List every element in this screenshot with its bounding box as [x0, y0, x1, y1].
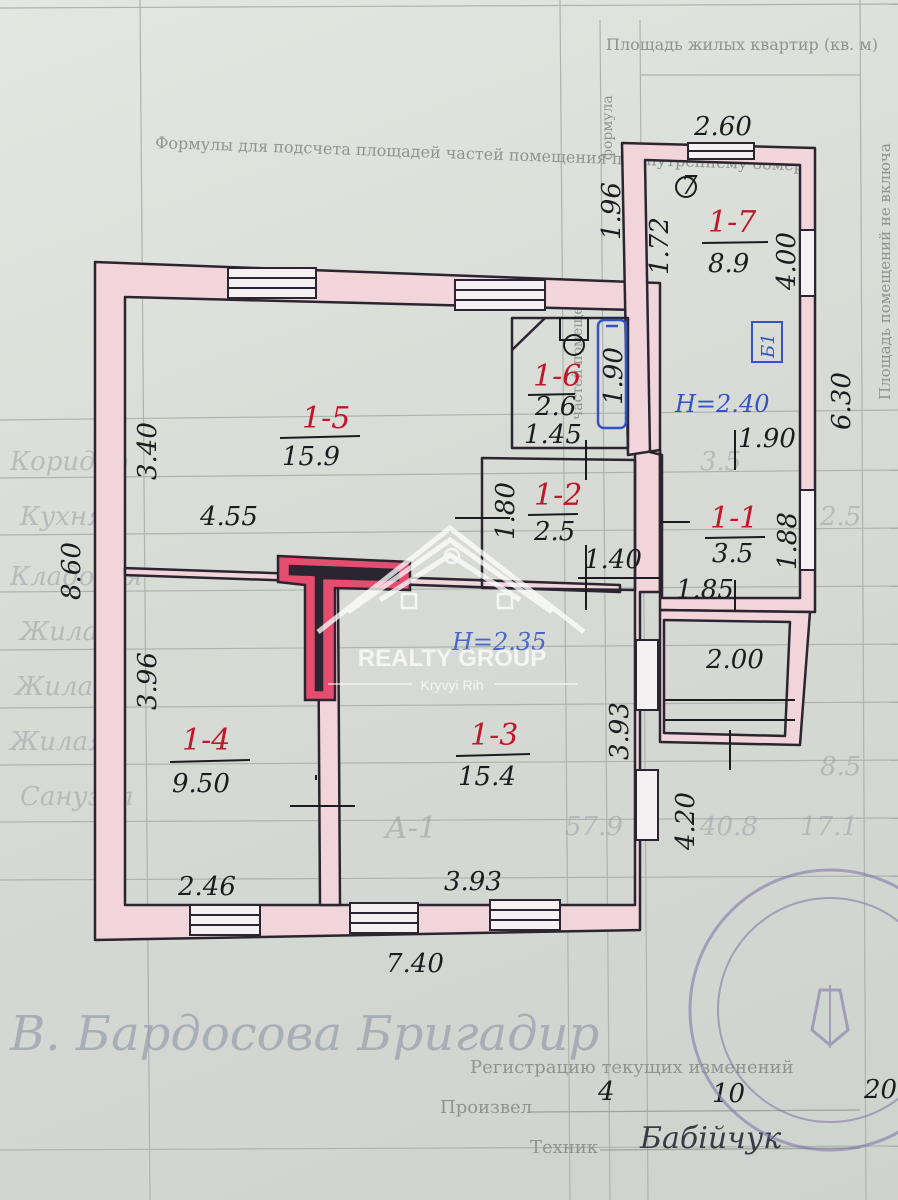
- dim-total-height: 8.60: [57, 542, 87, 600]
- annex-ceiling-height: Н=2.40: [674, 390, 769, 418]
- room-id-1-2: 1-2: [534, 478, 582, 513]
- room-area-1-5: 15.9: [282, 442, 340, 472]
- room-id-1-4: 1-4: [182, 723, 230, 758]
- room-id-1-5: 1-5: [302, 401, 350, 436]
- realty-group-watermark: REALTY GROUP Kryvyi Rih: [316, 524, 586, 693]
- stove-chimney: [276, 554, 412, 702]
- dim-room4-height: 3.96: [133, 652, 163, 710]
- official-stamp: [688, 868, 898, 1152]
- room-id-1-6: 1-6: [533, 359, 581, 394]
- annex-letter: Б1: [758, 333, 779, 359]
- svg-text:Жилая: Жилая: [8, 727, 105, 757]
- col-area-parts: частей помещений: [570, 279, 586, 420]
- door-marks: [290, 430, 795, 807]
- col-formula: формула: [600, 95, 616, 160]
- watermark-city: Kryvyi Rih: [420, 677, 483, 693]
- dim-total-width: 7.40: [386, 949, 444, 979]
- technician-signature: Бабійчук: [639, 1121, 781, 1156]
- header-title: Площадь жилых квартир (кв. м): [606, 35, 878, 54]
- dim-room7-inner-height: 1.72: [645, 217, 675, 275]
- room-area-1-2: 2.5: [533, 517, 575, 547]
- col-not-included: Площадь помещений не включа: [876, 143, 894, 400]
- dim-room3-width: 3.93: [444, 867, 502, 897]
- room-id-1-3: 1-3: [470, 718, 518, 753]
- date-day: 4: [597, 1077, 615, 1107]
- room-labels: 1-5 15.9 1-6 2.6 1-2 2.5 1-1 3.5 1-7 8.9…: [169, 205, 769, 799]
- dim-room5-height: 3.40: [133, 422, 163, 480]
- main-ceiling-height: Н=2.35: [451, 628, 546, 656]
- room-area-1-3: 15.4: [458, 762, 516, 792]
- windows: [189, 142, 816, 936]
- svg-text:Кухня: Кухня: [19, 502, 104, 532]
- dim-room1-width-bottom: 1.85: [676, 575, 734, 605]
- dim-room5-width: 4.55: [199, 502, 258, 532]
- room-area-1-6: 2.6: [534, 392, 576, 422]
- dim-annex-lower-height: 4.20: [671, 792, 701, 851]
- register-line: Регистрацию текущих изменений: [470, 1057, 794, 1078]
- svg-text:2.5: 2.5: [819, 502, 861, 532]
- dim-room3-height: 3.93: [605, 702, 635, 760]
- toilet-icon: [559, 317, 589, 356]
- dim-room2-width: 1.40: [584, 545, 642, 575]
- annex-label: 7: [681, 171, 698, 201]
- dim-room1-width-top: 1.90: [738, 424, 796, 454]
- dim-room6-width: 1.45: [524, 420, 582, 450]
- dim-annex-height: 6.30: [827, 372, 857, 430]
- date-year: 20: [863, 1075, 897, 1105]
- room-id-1-1: 1-1: [710, 501, 758, 536]
- svg-text:57.9: 57.9: [565, 812, 623, 842]
- lower-form: В. Бардосова Бригадир Регистрацию текущи…: [9, 1006, 897, 1158]
- dimension-labels: 7.40 8.60 3.40 4.55 3.96 2.46 3.93 3.93 …: [57, 112, 857, 979]
- dim-room7-right-height: 4.00: [772, 232, 802, 291]
- produced-label: Произвел: [440, 1097, 532, 1118]
- dim-room6-height: 1.90: [599, 347, 629, 405]
- dim-room2-height: 1.80: [491, 482, 521, 540]
- brigadier-signature: В. Бардосова Бригадир: [9, 1006, 599, 1062]
- dim-room4-width: 2.46: [177, 872, 236, 902]
- technician-label: Техник: [530, 1137, 599, 1158]
- dim-room7-left-height: 1.96: [597, 182, 627, 240]
- svg-text:8.5: 8.5: [820, 752, 861, 782]
- room-area-1-1: 3.5: [712, 539, 753, 569]
- watermark-brand: REALTY GROUP: [358, 645, 546, 672]
- room-area-1-7: 8.9: [708, 249, 749, 279]
- dim-porch-width: 2.00: [705, 645, 764, 675]
- svg-text:17.1: 17.1: [800, 812, 858, 842]
- room-id-1-7: 1-7: [708, 205, 757, 240]
- svg-text:40.8: 40.8: [699, 812, 758, 842]
- building-label: А-1: [383, 811, 437, 846]
- wall-corner-chamfer: [511, 317, 546, 351]
- house-logo-icon: [316, 524, 586, 634]
- room-area-1-4: 9.50: [172, 769, 230, 799]
- dim-room7-top-width: 2.60: [693, 112, 752, 142]
- bathtub-icon: [596, 318, 628, 430]
- dim-room1-height: 1.88: [773, 512, 803, 570]
